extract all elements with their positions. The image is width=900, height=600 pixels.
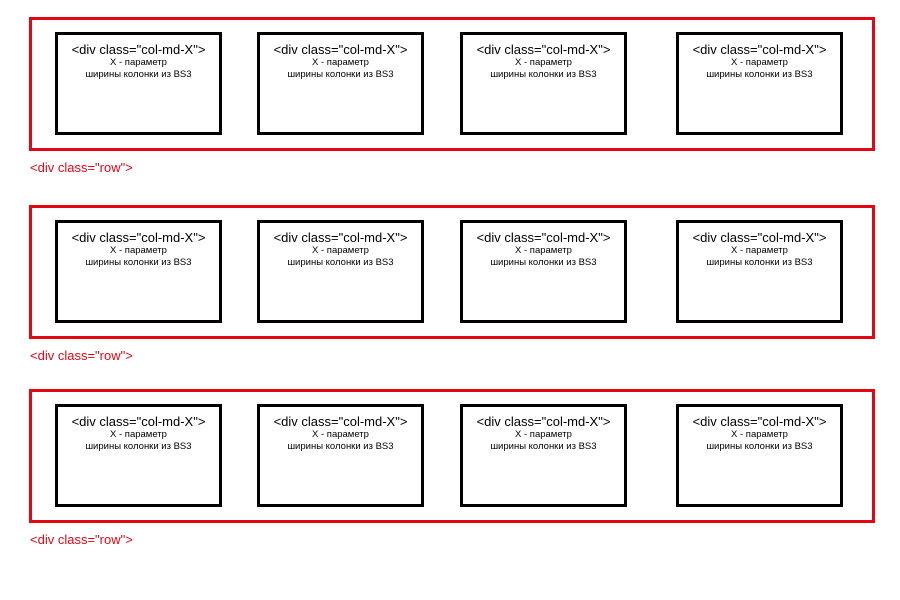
column-title: <div class="col-md-X">: [692, 414, 827, 429]
column-description-line-1: X - параметр: [312, 245, 369, 256]
column-title: <div class="col-md-X">: [71, 414, 206, 429]
column-description-line-2: ширины колонки из BS3: [85, 257, 192, 268]
column-description-line-2: ширины колонки из BS3: [287, 441, 394, 452]
column-description-line-2: ширины колонки из BS3: [490, 441, 597, 452]
column-description-line-2: ширины колонки из BS3: [490, 257, 597, 268]
row-label: <div class="row">: [30, 532, 133, 547]
column-description-line-1: X - параметр: [312, 57, 369, 68]
row-container-2: <div class="col-md-X"> X - параметр шири…: [29, 205, 875, 339]
column-description-line-2: ширины колонки из BS3: [706, 441, 813, 452]
column-description-line-1: X - параметр: [731, 245, 788, 256]
column-box: <div class="col-md-X"> X - параметр шири…: [257, 404, 424, 507]
column-box: <div class="col-md-X"> X - параметр шири…: [460, 404, 627, 507]
row-label: <div class="row">: [30, 160, 133, 175]
column-box: <div class="col-md-X"> X - параметр шири…: [55, 404, 222, 507]
column-title: <div class="col-md-X">: [692, 230, 827, 245]
column-box: <div class="col-md-X"> X - параметр шири…: [676, 404, 843, 507]
column-description-line-2: ширины колонки из BS3: [287, 257, 394, 268]
column-box: <div class="col-md-X"> X - параметр шири…: [55, 220, 222, 323]
column-title: <div class="col-md-X">: [692, 42, 827, 57]
column-box: <div class="col-md-X"> X - параметр шири…: [257, 32, 424, 135]
column-box: <div class="col-md-X"> X - параметр шири…: [460, 32, 627, 135]
column-description-line-1: X - параметр: [731, 57, 788, 68]
column-description-line-1: X - параметр: [515, 429, 572, 440]
column-description-line-1: X - параметр: [515, 57, 572, 68]
column-title: <div class="col-md-X">: [273, 414, 408, 429]
row-container-1: <div class="col-md-X"> X - параметр шири…: [29, 17, 875, 151]
column-title: <div class="col-md-X">: [273, 230, 408, 245]
column-description-line-2: ширины колонки из BS3: [287, 69, 394, 80]
column-title: <div class="col-md-X">: [476, 414, 611, 429]
column-description-line-1: X - параметр: [110, 57, 167, 68]
column-description-line-2: ширины колонки из BS3: [490, 69, 597, 80]
column-title: <div class="col-md-X">: [476, 230, 611, 245]
column-box: <div class="col-md-X"> X - параметр шири…: [676, 32, 843, 135]
column-title: <div class="col-md-X">: [476, 42, 611, 57]
column-box: <div class="col-md-X"> X - параметр шири…: [257, 220, 424, 323]
column-box: <div class="col-md-X"> X - параметр шири…: [676, 220, 843, 323]
column-description-line-2: ширины колонки из BS3: [706, 257, 813, 268]
column-description-line-1: X - параметр: [515, 245, 572, 256]
column-description-line-1: X - параметр: [312, 429, 369, 440]
column-description-line-1: X - параметр: [110, 245, 167, 256]
column-description-line-1: X - параметр: [731, 429, 788, 440]
column-title: <div class="col-md-X">: [71, 230, 206, 245]
column-box: <div class="col-md-X"> X - параметр шири…: [55, 32, 222, 135]
column-description-line-2: ширины колонки из BS3: [706, 69, 813, 80]
row-container-3: <div class="col-md-X"> X - параметр шири…: [29, 389, 875, 523]
column-description-line-2: ширины колонки из BS3: [85, 69, 192, 80]
column-description-line-2: ширины колонки из BS3: [85, 441, 192, 452]
column-box: <div class="col-md-X"> X - параметр шири…: [460, 220, 627, 323]
column-title: <div class="col-md-X">: [71, 42, 206, 57]
column-title: <div class="col-md-X">: [273, 42, 408, 57]
column-description-line-1: X - параметр: [110, 429, 167, 440]
row-label: <div class="row">: [30, 348, 133, 363]
